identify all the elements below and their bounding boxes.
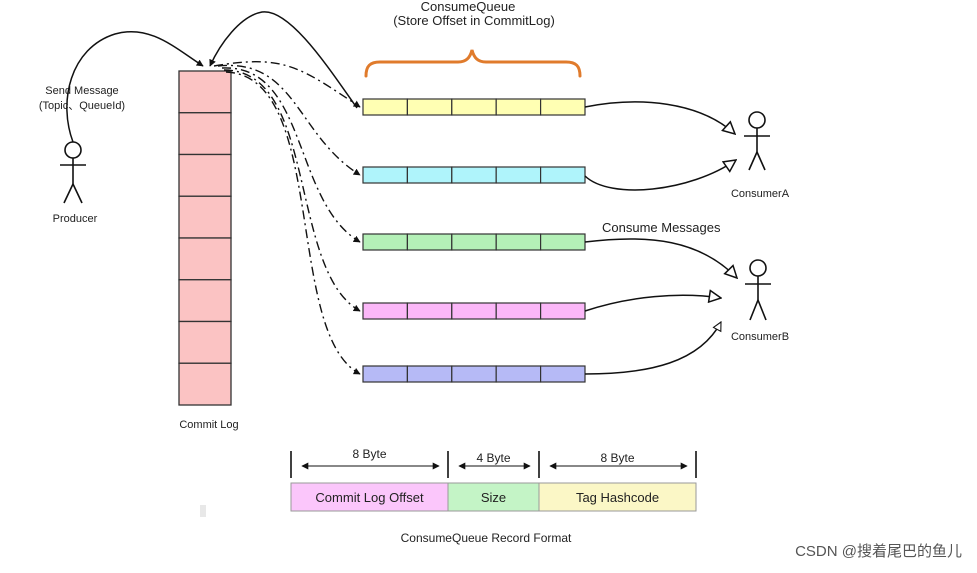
- queue-slot: [362, 98, 409, 116]
- consume-queue-brace: [364, 49, 582, 78]
- queue-slot: [539, 233, 586, 251]
- consume-queue-1: [362, 98, 586, 116]
- faint-marker: [200, 505, 206, 517]
- record-field-size: 8 Byte: [352, 447, 386, 461]
- queue2-to-consumerA-arrow: [584, 160, 736, 191]
- record-field-name: Size: [481, 490, 506, 505]
- consume-queue-5: [362, 365, 586, 383]
- csdn-watermark: CSDN @搜着尾巴的鱼儿: [795, 542, 962, 560]
- record-field-size: 4 Byte: [476, 451, 510, 465]
- queue5-to-consumerB-arrow: [584, 322, 722, 375]
- record-field-box: [538, 482, 697, 512]
- queue-slot: [451, 98, 497, 116]
- commit-log: [178, 70, 232, 406]
- consumerA-figure: [744, 111, 770, 171]
- queue-slot: [539, 302, 586, 320]
- consumerB-figure: [745, 259, 771, 321]
- queue3-to-consumerB-arrow: [584, 238, 737, 278]
- commit-log-cell: [178, 153, 232, 197]
- queue-slot: [362, 166, 409, 184]
- queue-slot: [362, 233, 409, 251]
- commit-log-cell: [178, 362, 232, 406]
- consumerB-label: ConsumerB: [731, 331, 789, 343]
- queue-slot: [406, 365, 453, 383]
- commit-log-cell: [178, 237, 232, 281]
- commit-log-cell: [178, 112, 232, 156]
- consume-queues: [362, 98, 586, 383]
- queue-slot: [451, 365, 497, 383]
- queue-slot: [451, 302, 497, 320]
- record-field-name: Tag Hashcode: [576, 490, 659, 505]
- commit-log-cell: [178, 70, 232, 114]
- queue-slot: [495, 302, 542, 320]
- producer-label: Producer: [53, 213, 98, 225]
- queue-to-consumer-arrows: [584, 101, 737, 375]
- consume-messages-label: Consume Messages: [602, 220, 721, 235]
- commitlog-to-queue-arrows: [209, 11, 361, 375]
- consumerA-label: ConsumerA: [731, 188, 790, 200]
- queue-slot: [406, 233, 453, 251]
- send-message-label: Send Message: [45, 85, 118, 97]
- commitlog-loop-arrow: [209, 11, 358, 109]
- send-message-sub: (Topic、QueueId): [39, 100, 125, 112]
- consume-queue-subtitle: (Store Offset in CommitLog): [393, 13, 555, 28]
- producer-to-commitlog-arrow: [66, 30, 204, 143]
- consume-queue-2: [362, 166, 586, 184]
- record-field-size: 8 Byte: [600, 451, 634, 465]
- queue-slot: [406, 166, 453, 184]
- queue-slot: [406, 98, 453, 116]
- consume-queue-4: [362, 302, 586, 320]
- record-field-name: Commit Log Offset: [315, 490, 424, 505]
- queue-slot: [495, 233, 542, 251]
- queue-slot: [495, 98, 542, 116]
- record-field-box: [290, 482, 449, 512]
- commit-log-cell: [178, 279, 232, 323]
- commit-log-cell: [178, 320, 232, 364]
- record-format-caption: ConsumeQueue Record Format: [401, 531, 572, 545]
- consume-queue-title: ConsumeQueue: [421, 0, 516, 14]
- producer-figure: [60, 141, 86, 204]
- queue-slot: [539, 98, 586, 116]
- commit-log-cell: [178, 195, 232, 239]
- queue-slot: [362, 365, 409, 383]
- commitlog-to-queue4-arrow: [223, 69, 361, 312]
- commitlog-to-queue2-arrow: [217, 64, 361, 176]
- queue-slot: [451, 166, 497, 184]
- queue-slot: [406, 302, 453, 320]
- queue-slot: [451, 233, 497, 251]
- commitlog-to-queue1-arrow: [213, 61, 361, 108]
- queue-slot: [495, 166, 542, 184]
- queue-slot: [362, 302, 409, 320]
- commitlog-to-queue3-arrow: [221, 67, 361, 243]
- queue-slot: [539, 166, 586, 184]
- queue-slot: [495, 365, 542, 383]
- commit-log-label: Commit Log: [179, 419, 238, 431]
- commitlog-to-queue5-arrow: [225, 71, 361, 375]
- consume-queue-3: [362, 233, 586, 251]
- queue4-to-consumerB-arrow: [584, 295, 721, 312]
- queue1-to-consumerA-arrow: [584, 101, 735, 134]
- queue-slot: [539, 365, 586, 383]
